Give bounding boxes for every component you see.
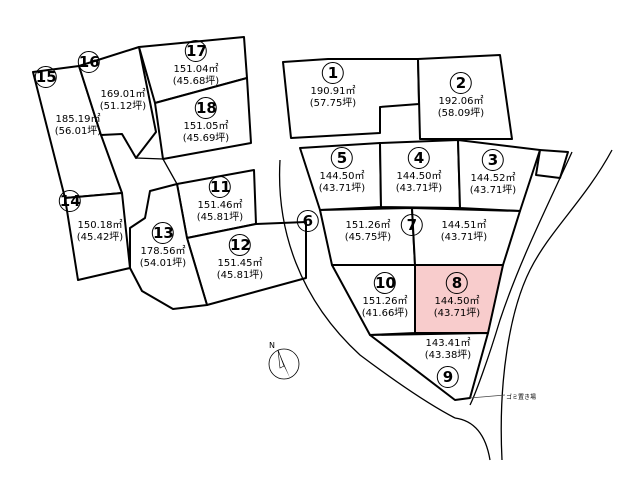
lot-1-shape[interactable] — [282, 58, 420, 139]
lot-2-tsubo: (58.09坪) — [437, 108, 485, 119]
lot-15-shape[interactable] — [32, 65, 123, 199]
lot-9-label: 143.41㎡ (43.38坪) 9 — [425, 338, 471, 390]
lot-3-label: 3 144.52㎡ (43.71坪) — [470, 149, 516, 197]
lot-14-label: 14 150.18㎡ (45.42坪) — [58, 190, 124, 244]
lot-10-area: 151.26㎡ — [362, 296, 408, 307]
garbage-area-label: ゴミ置き場 — [506, 394, 537, 401]
lot-12-area: 151.45㎡ — [217, 258, 263, 269]
lot-6-number: 6 — [296, 210, 319, 232]
lot-16-tsubo: (51.12坪) — [99, 101, 147, 112]
road-east-curve — [469, 151, 573, 406]
lot-1-label: 1 190.91㎡ (57.75坪) — [310, 62, 356, 110]
lot-9-number: 9 — [437, 366, 459, 388]
lot-14-area: 150.18㎡ — [77, 220, 123, 231]
lot-13-label: 13 178.56㎡ (54.01坪) — [140, 222, 186, 270]
lot-5-area: 144.50㎡ — [319, 171, 365, 182]
lot-10-tsubo: (41.66坪) — [361, 308, 409, 319]
lot-2-shape[interactable] — [417, 54, 513, 140]
lot-4-tsubo: (43.71坪) — [395, 183, 443, 194]
lot-17-label: 17 151.04㎡ (45.68坪) — [173, 40, 219, 88]
lot-11-label: 11 151.46㎡ (45.81坪) — [197, 176, 243, 224]
lot-9-tsubo: (43.38坪) — [424, 350, 472, 361]
lot-2-area: 192.06㎡ — [438, 96, 484, 107]
lot-16-area: 169.01㎡ — [100, 89, 146, 100]
lot-17-area: 151.04㎡ — [173, 64, 219, 75]
lot-11-area: 151.46㎡ — [197, 200, 243, 211]
road-lower-west — [454, 417, 491, 461]
road-west-curve — [278, 159, 456, 419]
lot-5-number: 5 — [331, 147, 353, 169]
lot-12-tsubo: (45.81坪) — [216, 270, 264, 281]
lot-18-tsubo: (45.69坪) — [182, 133, 230, 144]
lot-15-tsubo: (56.01坪) — [54, 126, 102, 137]
lot-13-shape[interactable] — [129, 183, 208, 310]
lot-16-label: 16 169.01㎡ (51.12坪) — [77, 51, 147, 113]
lot-15-area: 185.19㎡ — [55, 114, 101, 125]
lot-2-number: 2 — [450, 72, 472, 94]
lot-17-tsubo: (45.68坪) — [172, 76, 220, 87]
lot-4-area: 144.50㎡ — [396, 171, 442, 182]
lot-12-number: 12 — [229, 234, 251, 256]
lot-18-area: 151.05㎡ — [183, 121, 229, 132]
lot-10-number: 10 — [374, 272, 396, 294]
lot-7-number: 7 — [400, 214, 423, 236]
lot-4-label: 4 144.50㎡ (43.71坪) — [396, 147, 442, 195]
lot-6-label: 6 151.26㎡ (45.75坪) — [296, 210, 392, 244]
lot-5-label: 5 144.50㎡ (43.71坪) — [319, 147, 365, 195]
lot-6-area: 151.26㎡ — [345, 220, 391, 231]
north-arrow-icon: N — [268, 341, 300, 380]
lot-1-tsubo: (57.75坪) — [309, 98, 357, 109]
west-road-edge — [121, 133, 178, 185]
lot-15-label: 15 185.19㎡ (56.01坪) — [34, 66, 102, 138]
north-label: N — [269, 341, 275, 350]
lot-13-area: 178.56㎡ — [140, 246, 186, 257]
lot-3-area: 144.52㎡ — [470, 173, 516, 184]
lot-18-number: 18 — [195, 97, 217, 119]
lot-15-number: 15 — [34, 66, 57, 88]
lot-10-label: 10 151.26㎡ (41.66坪) — [362, 272, 408, 320]
lot-8-area: 144.50㎡ — [434, 296, 480, 307]
lot-1-number: 1 — [322, 62, 344, 84]
lot-17-number: 17 — [185, 40, 207, 62]
lot-3-tsubo: (43.71坪) — [469, 185, 517, 196]
lot-8-number: 8 — [446, 272, 468, 294]
lot-9-area: 143.41㎡ — [425, 338, 471, 349]
lot-1-area: 190.91㎡ — [310, 86, 356, 97]
lot-13-number: 13 — [152, 222, 174, 244]
lot-7-tsubo: (43.71坪) — [440, 232, 488, 243]
lot-14-tsubo: (45.42坪) — [76, 232, 124, 243]
lot-18-label: 18 151.05㎡ (45.69坪) — [183, 97, 229, 145]
lot-16-number: 16 — [77, 51, 100, 73]
road-far-east — [500, 149, 613, 461]
lot-8-label: 8 144.50㎡ (43.71坪) — [434, 272, 480, 320]
lot-6-tsubo: (45.75坪) — [344, 232, 392, 243]
lot-13-tsubo: (54.01坪) — [139, 258, 187, 269]
lot-7-label: 7 144.51㎡ (43.71坪) — [400, 214, 488, 244]
lot-4-number: 4 — [408, 147, 430, 169]
lot-8-tsubo: (43.71坪) — [433, 308, 481, 319]
lot-12-label: 12 151.45㎡ (45.81坪) — [217, 234, 263, 282]
lot-2-label: 2 192.06㎡ (58.09坪) — [438, 72, 484, 120]
garbage-leader-line — [469, 394, 506, 399]
lot-3-number: 3 — [482, 149, 504, 171]
garbage-area-shape — [535, 149, 569, 179]
lot-14-number: 14 — [58, 190, 81, 212]
lot-5-tsubo: (43.71坪) — [318, 183, 366, 194]
lot-11-number: 11 — [209, 176, 231, 198]
lot-7-area: 144.51㎡ — [441, 220, 487, 231]
lot-11-tsubo: (45.81坪) — [196, 212, 244, 223]
